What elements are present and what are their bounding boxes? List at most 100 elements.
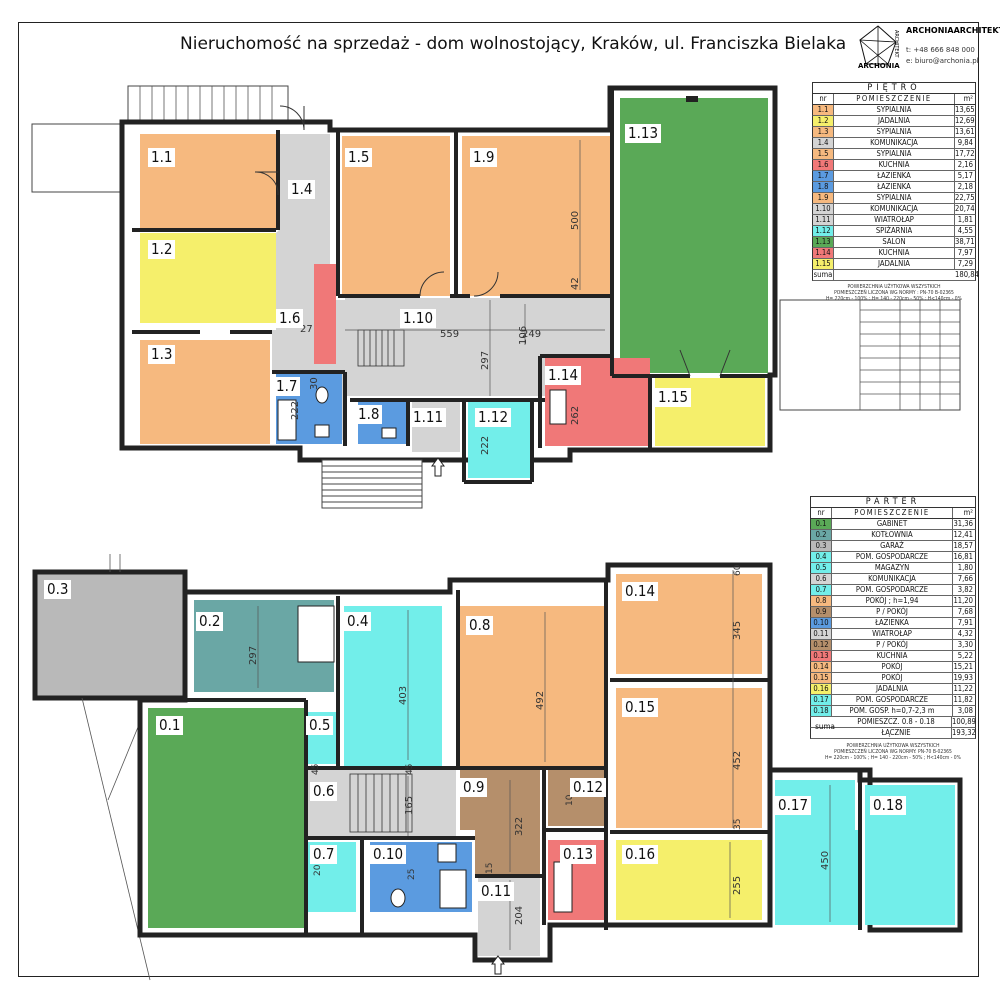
- pietro-note-3: H= 220cm - 100% ; H= 140 - 220cm - 50% ;…: [826, 296, 962, 302]
- label-0-11: 0.11: [478, 882, 515, 901]
- ground-dim-20: 20: [313, 864, 323, 876]
- upper-dim-222-a: 222: [290, 401, 301, 420]
- parter-sum2-value: 193,32: [952, 728, 976, 737]
- pietro-row-nr: 1.10: [813, 204, 834, 214]
- parter-note-2: POMIESZCZEŃ LICZONA WG NORMY: PN-70 B-02…: [834, 749, 952, 755]
- label-0-5: 0.5: [306, 716, 334, 735]
- label-0-13: 0.13: [560, 845, 597, 864]
- parter-row-nr: 0.7: [811, 585, 832, 595]
- parter-row-name: P / POKÓJ: [832, 607, 953, 617]
- ground-dim-25: 25: [407, 869, 417, 880]
- parter-col-room: POMIESZCZENIE: [832, 508, 953, 518]
- label-1-15: 1.15: [655, 388, 692, 407]
- upper-dim-500: 500: [570, 211, 581, 230]
- upper-inner-walls: [132, 90, 772, 484]
- parter-row-nr: 0.17: [811, 695, 832, 705]
- parter-note-1: POWIERZCHNIA UŻYTKOWA WSZYSTKICH: [846, 743, 940, 749]
- pietro-row-area: 9,84: [957, 138, 973, 147]
- pietro-row-name: ŁAZIENKA: [834, 182, 955, 192]
- pietro-row-nr: 1.2: [813, 116, 834, 126]
- room-0-4: [344, 606, 442, 766]
- pietro-row-area: 13,65: [955, 105, 975, 114]
- parter-col-nr: nr: [811, 508, 832, 518]
- parter-row-name: KUCHNIA: [832, 651, 953, 661]
- parter-table-header: PARTER: [810, 496, 976, 508]
- parter-row-nr: 0.9: [811, 607, 832, 617]
- label-1-9: 1.9: [470, 148, 498, 167]
- ground-dim-345: 345: [732, 621, 743, 640]
- parter-row-name: POKÓJ: [832, 662, 953, 672]
- label-1-11: 1.11: [410, 408, 447, 427]
- ground-dim-255: 255: [732, 876, 743, 895]
- parter-sum1-row: POMIESZCZ. 0.8 - 0.18 100,89: [810, 717, 976, 728]
- pietro-row-area: 13,61: [955, 127, 975, 136]
- pietro-row-name: KUCHNIA: [834, 160, 955, 170]
- pietro-table-col-headers: nr POMIESZCZENIE m²: [812, 94, 976, 105]
- parter-row-nr: 0.16: [811, 684, 832, 694]
- ground-internal-stairs: [349, 773, 413, 833]
- parter-row-name: KOTŁOWNIA: [832, 530, 953, 540]
- pietro-row-area: 1,81: [957, 215, 973, 224]
- pietro-row-area: 17,72: [955, 149, 975, 158]
- parter-row-name: POM. GOSP. h=0,7-2,3 m: [832, 706, 953, 716]
- pietro-row-name: SYPIALNIA: [834, 127, 955, 137]
- pietro-row-nr: 1.7: [813, 171, 834, 181]
- ground-inner-walls: [185, 580, 862, 935]
- parter-row-nr: 0.4: [811, 552, 832, 562]
- ground-dim-45-b: 45: [405, 764, 415, 775]
- pietro-row-nr: 1.15: [813, 259, 834, 269]
- parter-row-nr: 0.1: [811, 519, 832, 529]
- label-1-8: 1.8: [355, 405, 383, 424]
- pietro-row-name: KUCHNIA: [834, 248, 955, 258]
- parter-row-name: P / POKÓJ: [832, 640, 953, 650]
- pietro-row-nr: 1.5: [813, 149, 834, 159]
- pietro-row-nr: 1.12: [813, 226, 834, 236]
- label-0-6: 0.6: [310, 782, 338, 801]
- ground-dim-322: 322: [514, 817, 525, 836]
- ground-dim-450: 450: [820, 851, 831, 870]
- upper-fixtures: [277, 386, 567, 441]
- balcony-hatch: [139, 86, 273, 122]
- pietro-row-name: SYPIALNIA: [834, 105, 955, 115]
- label-0-14: 0.14: [622, 582, 659, 601]
- ground-dim-204: 204: [514, 906, 525, 925]
- label-0-1: 0.1: [156, 716, 184, 735]
- label-1-10: 1.10: [400, 309, 437, 328]
- pietro-row-name: SALON: [834, 237, 955, 247]
- label-1-7: 1.7: [273, 377, 301, 396]
- pietro-row-nr: 1.1: [813, 105, 834, 115]
- pietro-row-name: JADALNIA: [834, 259, 955, 269]
- parter-row-name: JADALNIA: [832, 684, 953, 694]
- fireplace-icon: [686, 96, 698, 102]
- parter-row-nr: 0.2: [811, 530, 832, 540]
- pietro-note-2: POMIESZCZEŃ LICZONA WG NORMY : PN-70 B-0…: [834, 290, 954, 296]
- parter-row-area: 1,80: [957, 563, 973, 572]
- company-email: e: biuro@archonia.pl: [906, 57, 979, 65]
- upper-dim-222-b: 222: [480, 436, 491, 455]
- parter-row-nr: 0.6: [811, 574, 832, 584]
- ground-dim-452: 452: [732, 751, 743, 770]
- ground-dim-165: 165: [404, 796, 415, 815]
- parter-row-name: POM. GOSPODARCZE: [832, 552, 953, 562]
- parter-row-name: POM. GOSPODARCZE: [832, 695, 953, 705]
- label-1-1: 1.1: [148, 148, 176, 167]
- ground-dim-35: 35: [733, 819, 743, 830]
- drawing-frame: [18, 22, 979, 977]
- parter-row-area: 3,82: [957, 585, 973, 594]
- parter-row-nr: 0.11: [811, 629, 832, 639]
- parter-col-area: m²: [963, 508, 973, 517]
- upper-floor-plan: 249 559 500 42 297 106 262 222 222 30 27: [31, 85, 961, 509]
- parter-row-area: 12,41: [953, 530, 973, 539]
- ground-dimension-lines: [257, 570, 831, 950]
- upper-entrance-arrow-icon: [431, 457, 445, 477]
- pietro-note-1: POWIERZCHNIA UŻYTKOWA WSZYSTKICH: [847, 284, 941, 290]
